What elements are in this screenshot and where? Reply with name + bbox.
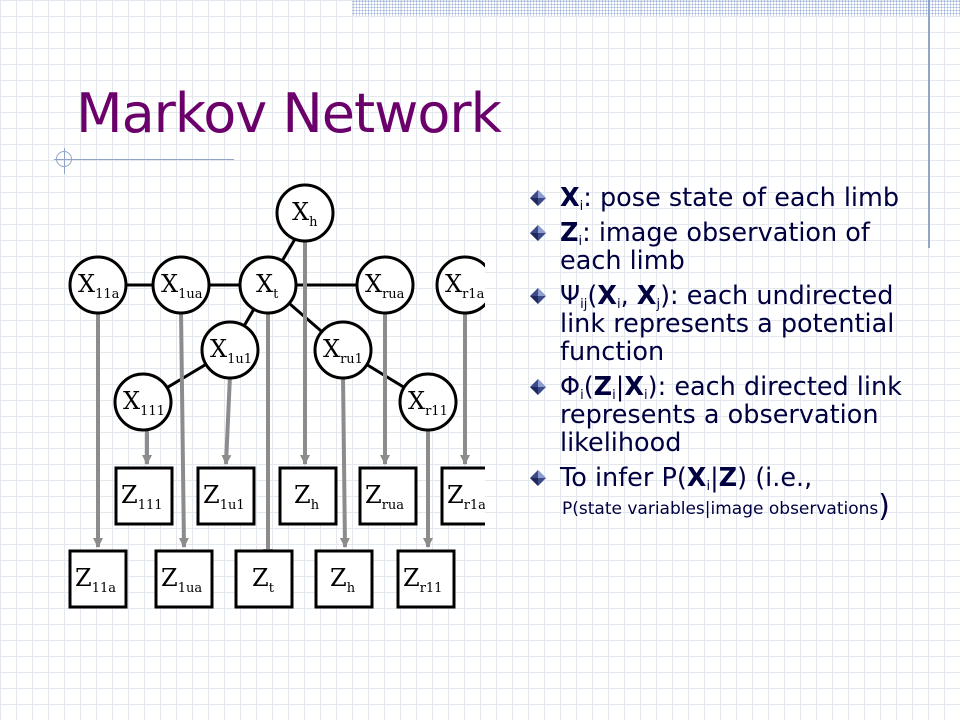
bullet-text: ): each directed link represents a obser… — [560, 372, 902, 458]
bullet-item-observation-likelihood: Φi(Zi|Xi): each directed link represents… — [528, 373, 938, 457]
label-zh: Zh — [294, 481, 320, 513]
arrow-x1u1-z1u1 — [221, 374, 232, 465]
node-xru1 — [313, 320, 373, 380]
label-xt: Xt — [256, 270, 279, 302]
markov-network-diagram: Xh X11a X1ua Xt Xrua Xr1a X1u1 Xru1 X111… — [68, 183, 485, 609]
title-underline — [54, 159, 234, 160]
node-x1u1 — [200, 320, 260, 380]
node-x11a — [68, 255, 128, 315]
paren-open: ( — [587, 281, 598, 311]
label-z11a: Z11a — [75, 564, 116, 596]
conditional-bar: | — [615, 372, 625, 402]
node-xr1a — [435, 255, 485, 315]
sub-i: i — [612, 388, 616, 403]
note-text: P(state variables|image observations — [562, 499, 879, 519]
diamond-bullet-icon — [530, 225, 546, 241]
label-z111: Z111 — [121, 481, 163, 513]
bullet-item-potential-function: Ψij(Xi, Xj): each undirected link repres… — [528, 282, 938, 366]
diamond-bullet-icon — [530, 470, 546, 486]
var-x: X — [624, 372, 645, 402]
label-zrua: Zrua — [365, 481, 404, 513]
bullet-text: : image observation of each limb — [560, 218, 870, 276]
node-z1ua — [154, 549, 214, 609]
node-zr11 — [396, 549, 456, 609]
node-x111 — [113, 372, 173, 432]
label-xru1: Xru1 — [323, 335, 363, 367]
label-z1ua: Z1ua — [161, 564, 202, 596]
node-zr1a — [440, 466, 485, 526]
label-xr11: Xr11 — [408, 387, 448, 419]
slide-title: Markov Network — [76, 82, 502, 145]
node-zh — [278, 466, 338, 526]
label-x11a: X11a — [78, 270, 120, 302]
node-xh — [275, 183, 335, 243]
node-zrua — [358, 466, 418, 526]
diamond-bullet-icon — [530, 288, 546, 304]
node-zt — [234, 549, 294, 609]
paren-open: ( — [583, 372, 594, 402]
sub-i: i — [616, 297, 621, 312]
node-z11a — [68, 549, 128, 609]
node-xrua — [355, 255, 415, 315]
label-xh: Xh — [292, 198, 318, 230]
bullet-text: ) (i.e., — [737, 463, 813, 493]
node-x1ua — [151, 255, 211, 315]
label-xrua: Xrua — [365, 270, 405, 302]
sub-i: i — [644, 388, 648, 403]
var-x: X — [560, 183, 580, 213]
label-zr11: Zr11 — [403, 564, 442, 596]
bullet-text: To infer P( — [560, 463, 687, 493]
sub-i: i — [706, 479, 711, 494]
sub-ij: ij — [580, 297, 588, 312]
sub-i: i — [578, 234, 583, 249]
label-x1u1: X1u1 — [210, 335, 252, 367]
observation-nodes — [68, 466, 485, 609]
bullet-item-pose-state: Xi: pose state of each limb — [528, 183, 938, 214]
comma: , — [620, 281, 637, 311]
var-z: Z — [718, 463, 738, 493]
inference-note: P(state variables|image observations) — [560, 492, 938, 524]
label-x111: X111 — [123, 387, 165, 419]
paren-close: ) — [878, 489, 890, 524]
corner-decoration — [352, 0, 960, 16]
diamond-bullet-icon — [530, 190, 546, 206]
var-z: Z — [593, 372, 613, 402]
node-labels: Xh X11a X1ua Xt Xrua Xr1a X1u1 Xru1 X111… — [75, 198, 485, 596]
psi-symbol: Ψ — [560, 281, 581, 311]
bullet-item-image-observation: Zi: image observation of each limb — [528, 219, 938, 275]
arrow-x1ua-z1ua — [178, 309, 189, 548]
var-x: X — [636, 281, 657, 311]
crosshair-circle — [56, 151, 72, 167]
sub-i: i — [579, 199, 584, 214]
label-zh2: Zh — [330, 564, 356, 596]
var-x: X — [597, 281, 617, 311]
bullet-list: Xi: pose state of each limb Zi: image ob… — [528, 184, 938, 531]
diamond-bullet-icon — [530, 379, 546, 395]
node-xr11 — [398, 372, 458, 432]
phi-symbol: Φ — [560, 372, 581, 402]
var-x: X — [686, 463, 707, 493]
label-z1u1: Z1u1 — [203, 481, 245, 513]
label-zt: Zt — [252, 564, 275, 596]
sub-j: j — [656, 297, 661, 312]
label-x1ua: X1ua — [161, 270, 203, 302]
node-z111 — [114, 466, 174, 526]
node-z1u1 — [196, 466, 256, 526]
bullet-text: ): each undirected link represents a pot… — [560, 281, 895, 367]
arrow-xru1-zh2 — [339, 374, 350, 548]
conditional-bar: | — [710, 463, 719, 493]
node-xt — [238, 255, 298, 315]
label-zr1a: Zr1a — [447, 481, 485, 513]
bullet-item-inference: To infer P(Xi|Z) (i.e., P(state variable… — [528, 464, 938, 524]
hidden-nodes — [68, 183, 485, 432]
sub-i: i — [580, 388, 584, 403]
vertical-rule — [928, 0, 930, 248]
label-xr1a: Xr1a — [445, 270, 485, 302]
var-z: Z — [560, 218, 579, 248]
node-zh2 — [314, 549, 374, 609]
bullet-text: : pose state of each limb — [583, 183, 900, 213]
directed-links — [93, 240, 470, 559]
